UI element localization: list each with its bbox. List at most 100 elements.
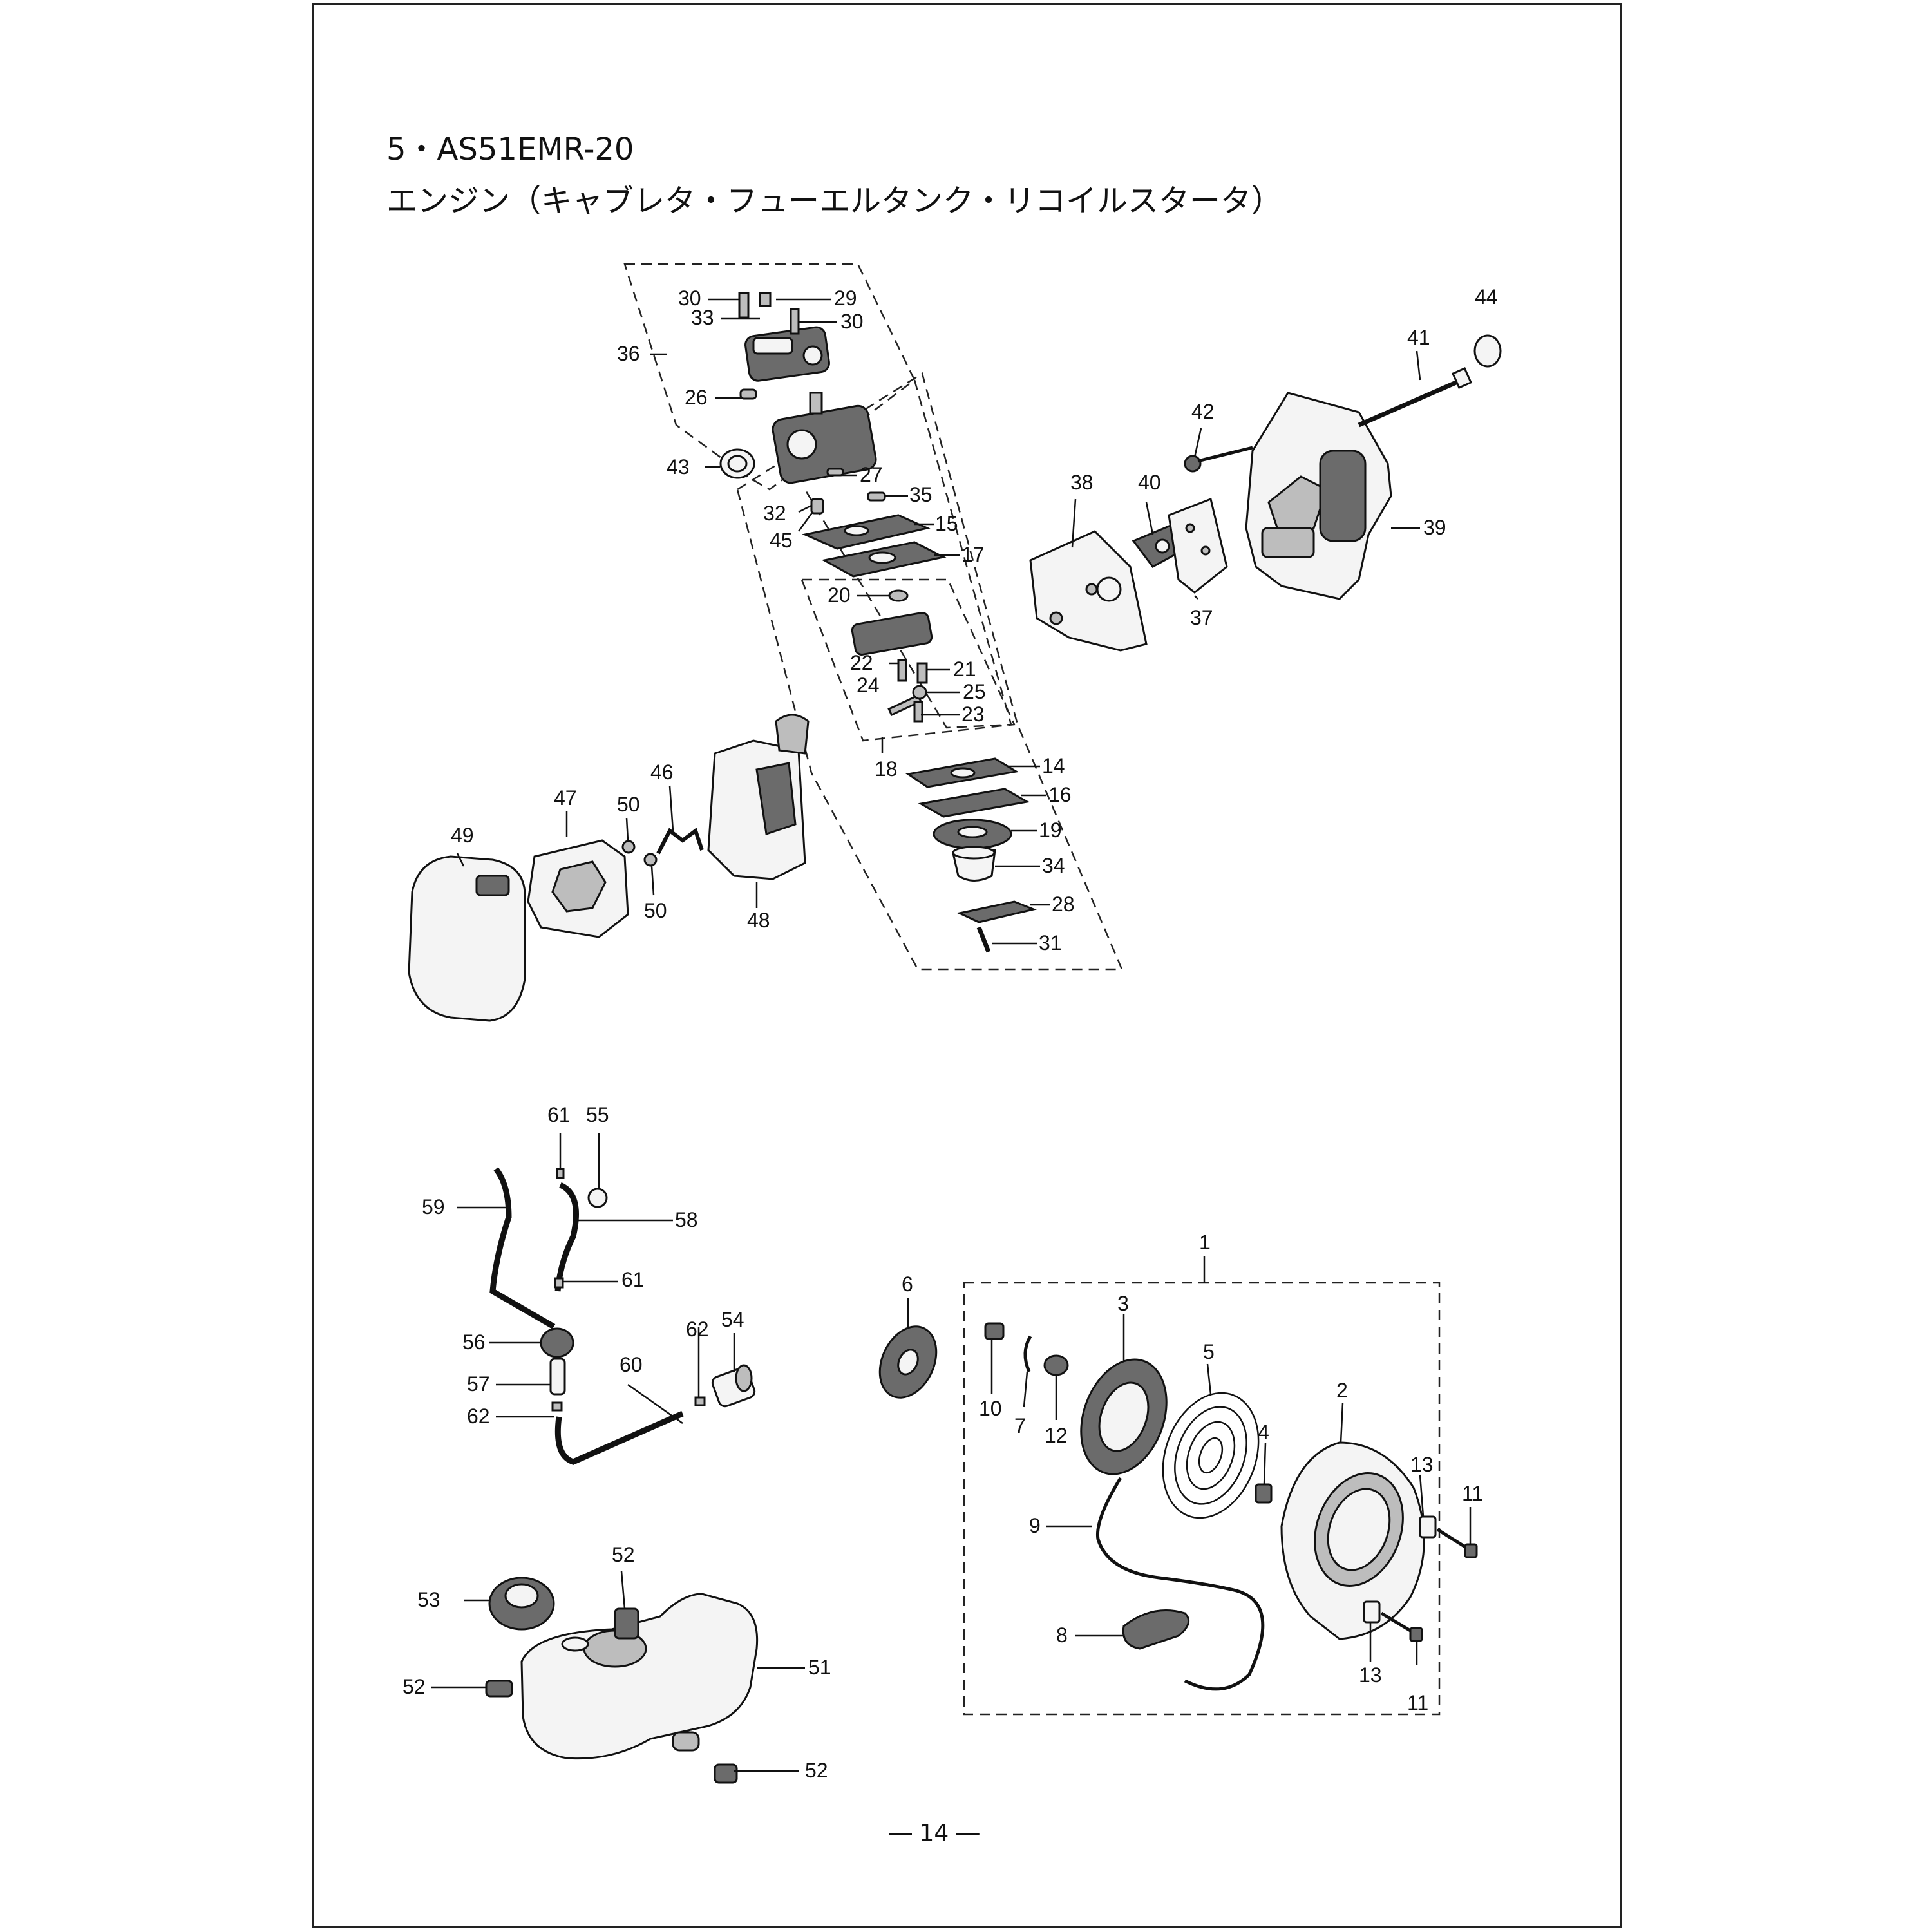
- carb-body: [772, 392, 877, 484]
- callout-61-b: 61: [621, 1268, 645, 1291]
- callout-39: 39: [1423, 516, 1446, 539]
- callout-54: 54: [721, 1308, 744, 1331]
- callout-22: 22: [850, 651, 873, 674]
- collar-13-a: [1419, 1515, 1437, 1539]
- fuel-pipe-59: [489, 1167, 556, 1329]
- recoil-spring-5: [1162, 1392, 1260, 1519]
- callout-50-a: 50: [617, 793, 640, 816]
- callout-58: 58: [675, 1208, 698, 1231]
- damper-52-c: [714, 1763, 738, 1784]
- clamp-62-b: [694, 1396, 706, 1406]
- callout-44: 44: [1475, 285, 1498, 308]
- fuel-pipe-60: [554, 1410, 684, 1465]
- callout-10: 10: [979, 1397, 1002, 1420]
- callout-7: 7: [1014, 1414, 1026, 1437]
- group-18-outline: [800, 578, 1016, 742]
- callout-20: 20: [828, 583, 851, 607]
- collar-13-b: [1363, 1600, 1381, 1624]
- washer-43-hole: [727, 455, 748, 473]
- washer-44: [1473, 334, 1502, 368]
- callout-numbers: 30 29 33 30 36 26 43 27 35 32 15 45 17 2…: [402, 285, 1498, 1782]
- callout-52-b: 52: [402, 1675, 426, 1698]
- callout-51: 51: [808, 1656, 831, 1679]
- callout-28: 28: [1052, 893, 1075, 916]
- callout-60: 60: [620, 1353, 643, 1376]
- reel-3: [1080, 1358, 1168, 1475]
- ratchet-12: [1043, 1354, 1069, 1376]
- callout-32: 32: [763, 502, 786, 525]
- callout-34: 34: [1042, 854, 1065, 877]
- nut-50-a: [621, 840, 636, 854]
- callout-33: 33: [691, 306, 714, 329]
- callout-49: 49: [451, 824, 474, 847]
- callout-42: 42: [1191, 400, 1215, 423]
- starter-handle-8: [1122, 1609, 1190, 1650]
- callout-14: 14: [1042, 754, 1065, 777]
- spring-clip-7: [1023, 1335, 1032, 1372]
- callout-47: 47: [554, 786, 577, 810]
- callout-4: 4: [1258, 1421, 1269, 1444]
- callout-21: 21: [953, 658, 976, 681]
- group-1-outline: [963, 1282, 1441, 1716]
- model-title: 5・AS51EMR-20: [386, 131, 634, 167]
- callout-30-a: 30: [678, 287, 701, 310]
- bolt-41: [1358, 366, 1472, 428]
- leader-lines: [431, 298, 1472, 1772]
- callout-61-a: 61: [547, 1103, 571, 1126]
- callout-18: 18: [875, 757, 898, 781]
- clip-46: [656, 828, 704, 855]
- callout-56: 56: [462, 1331, 486, 1354]
- callout-59: 59: [422, 1195, 445, 1218]
- clamp-61-a: [556, 1168, 565, 1179]
- nut-50-b: [643, 853, 658, 867]
- carb-cover-36: [738, 292, 830, 400]
- callout-48: 48: [747, 909, 770, 932]
- pulley-6: [878, 1325, 938, 1399]
- grommet-55: [587, 1188, 608, 1208]
- section-subtitle: エンジン（キャブレタ・フューエルタンク・リコイルスタータ）: [386, 183, 1283, 219]
- spacer-4: [1255, 1483, 1273, 1504]
- callout-43: 43: [667, 455, 690, 478]
- starter-case-2: [1280, 1441, 1425, 1640]
- callout-38: 38: [1070, 471, 1094, 494]
- damper-52-a: [614, 1607, 639, 1640]
- page-number: ― 14 ―: [889, 1820, 980, 1846]
- insulator-39: [1245, 392, 1392, 600]
- bolt-42: [1184, 446, 1253, 473]
- callout-5: 5: [1203, 1340, 1215, 1363]
- callout-15: 15: [935, 512, 958, 535]
- callout-50-b: 50: [644, 899, 667, 922]
- callout-17: 17: [961, 543, 985, 566]
- callout-31: 31: [1039, 931, 1062, 954]
- fuel-pipe-58: [554, 1182, 579, 1292]
- callout-16: 16: [1048, 783, 1072, 806]
- callout-2: 2: [1336, 1379, 1348, 1402]
- fuel-tank-51: [520, 1593, 759, 1760]
- callout-26: 26: [685, 386, 708, 409]
- callout-46: 46: [650, 761, 674, 784]
- callout-24: 24: [857, 674, 880, 697]
- callout-19: 19: [1039, 819, 1062, 842]
- callout-23: 23: [961, 703, 985, 726]
- callout-6: 6: [902, 1273, 913, 1296]
- callout-36: 36: [617, 342, 640, 365]
- callout-9: 9: [1029, 1514, 1041, 1537]
- callout-11-b: 11: [1407, 1691, 1428, 1714]
- callout-45: 45: [770, 529, 793, 552]
- callout-37: 37: [1190, 606, 1213, 629]
- group-connector-outline: [804, 379, 1012, 729]
- callout-52-a: 52: [612, 1543, 635, 1566]
- fuel-valve-54: [711, 1364, 756, 1408]
- air-cleaner-cover-49: [408, 855, 526, 1022]
- diaphragm-group-18: [851, 589, 933, 723]
- group-carb-outline: [736, 372, 1123, 971]
- callout-3: 3: [1117, 1292, 1129, 1315]
- group-36-outline: [623, 263, 916, 491]
- callout-57: 57: [467, 1372, 490, 1396]
- callout-27: 27: [860, 463, 883, 486]
- callout-12: 12: [1045, 1424, 1068, 1447]
- gasket-38: [1029, 530, 1148, 652]
- callout-62-b: 62: [467, 1405, 490, 1428]
- damper-52-b: [485, 1680, 513, 1698]
